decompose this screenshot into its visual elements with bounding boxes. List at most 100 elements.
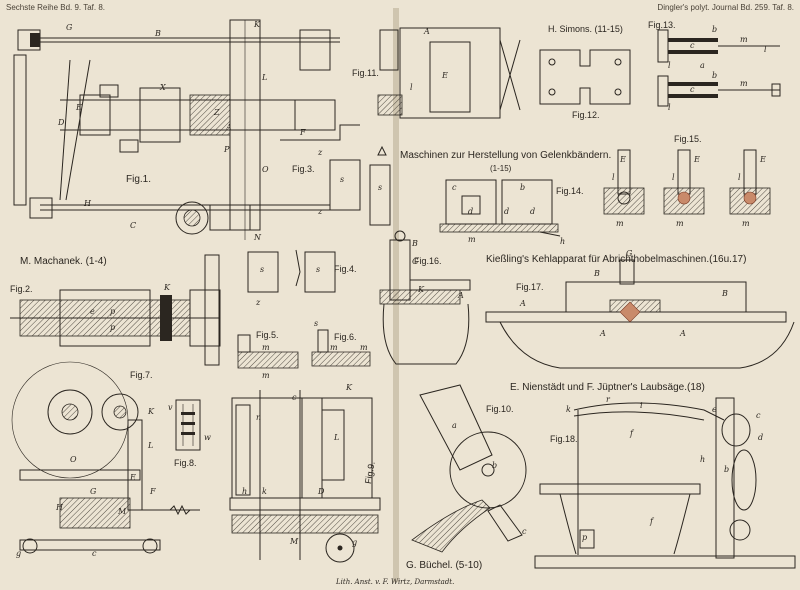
fig13-letter-a: a — [700, 61, 705, 70]
fig13-caption: Fig.13. — [648, 20, 676, 30]
header-left: Sechste Reihe Bd. 9. Taf. 8. — [6, 3, 105, 12]
nienstaedt-title: E. Nienstädt und F. Jüptner's Laubsäge.(… — [510, 382, 705, 393]
lithograph-credit: Lith. Anst. v. F. Wirtz, Darmstadt. — [335, 578, 454, 586]
fig6-letter-m: m — [330, 343, 338, 352]
fig17-letter-a: A — [519, 299, 526, 308]
fig4-caption: Fig.4. — [334, 264, 357, 274]
fig17-letter-b2: B — [721, 289, 728, 298]
fig3-caption: Fig.3. — [292, 164, 315, 174]
fig7-drawing — [11, 361, 200, 554]
fig10-drawing — [411, 384, 527, 553]
fig7-caption: Fig.7. — [130, 370, 153, 380]
fig13-letter-m: m — [740, 35, 748, 44]
fig4-letter-s2: s — [316, 265, 320, 274]
fig18-letter-e: e — [712, 405, 717, 414]
fig14-drawing — [439, 179, 561, 237]
fig15-letter-e2: E — [693, 155, 700, 164]
fig5-letter-m: m — [262, 343, 270, 352]
fig11-letter-e: E — [441, 71, 448, 80]
fig17-letter-a3: A — [679, 329, 686, 338]
fig17-letter-a2: A — [599, 329, 606, 338]
machanek-title: M. Machanek. (1-4) — [20, 256, 107, 267]
fig15-letter-m3: m — [742, 219, 750, 228]
fig18-letter-f2: f — [649, 517, 655, 526]
fig3-letter-z: z — [317, 148, 323, 157]
fig3-letter-s2: s — [378, 183, 382, 192]
fig7-letter-e: E — [129, 473, 136, 482]
fig7-letter-k: K — [147, 407, 155, 416]
fig18-letter-d: d — [758, 433, 763, 442]
fig16-letter-a: A — [457, 291, 464, 300]
fig15-letter-l: l — [612, 173, 615, 182]
fig16-caption: Fig.16. — [414, 256, 442, 266]
gelenkbaender-title: Maschinen zur Herstellung von Gelenkbänd… — [400, 150, 611, 161]
fig15-letter-m: m — [616, 219, 624, 228]
fig1-letter-c: C — [130, 221, 136, 230]
fig16-letter-k: K — [417, 285, 425, 294]
fig13-letter-c: c — [690, 41, 695, 50]
fig7-letter-f: F — [149, 487, 156, 496]
fig5-letter-m2: m — [262, 371, 270, 380]
fig1-letter-l: L — [261, 73, 267, 82]
fig15-letter-m2: m — [676, 219, 684, 228]
fig1-letter-k: K — [253, 20, 261, 29]
fig18-letter-i: i — [640, 401, 643, 410]
fig13-letter-l2: l — [764, 45, 767, 54]
fig13-letter-c2: c — [690, 85, 695, 94]
fig5-caption: Fig.5. — [256, 330, 279, 340]
kiessling-title: Kießling's Kehlapparat für Abrichthobelm… — [486, 254, 746, 265]
fig13-letter-b2: b — [712, 71, 717, 80]
header-right: Dingler's polyt. Journal Bd. 259. Taf. 8… — [657, 3, 794, 12]
fig1-letter-b: B — [154, 29, 161, 38]
fig1-letter-e: E — [75, 103, 82, 112]
fig1-letter-o: O — [262, 165, 269, 174]
fig18-letter-h: h — [700, 455, 705, 464]
fig16-letter-b: B — [411, 239, 418, 248]
fig8-caption: Fig.8. — [174, 458, 197, 468]
fig13-letter-m2: m — [740, 79, 748, 88]
fig14-letter-d2: d — [504, 207, 509, 216]
fig1-letter-f: F — [299, 128, 306, 137]
fig7-letter-g-small: g — [16, 549, 21, 558]
fig1-letter-x: X — [159, 83, 166, 92]
fig15-drawing — [603, 149, 771, 215]
fig6-letter-s: s — [314, 319, 318, 328]
fig12-drawing — [539, 49, 631, 105]
fig9-letter-k: K — [345, 383, 353, 392]
fig2-caption: Fig.2. — [10, 284, 33, 294]
fig10-letter-c: c — [522, 527, 527, 536]
fig9-caption: Fig.9. — [363, 461, 377, 485]
fig15-caption: Fig.15. — [674, 134, 702, 144]
simons-title: H. Simons. (11-15) — [548, 24, 623, 34]
fig9-letter-g: g — [352, 538, 357, 547]
fig1-caption: Fig.1. — [126, 174, 151, 185]
fig9-letter-m: M — [289, 537, 299, 546]
fig18-letter-f: f — [629, 429, 635, 438]
fig2-letter-k: K — [163, 283, 171, 292]
fig10-letter-b: b — [492, 461, 497, 470]
fig7-letter-m: M — [117, 507, 127, 516]
fig11-caption: Fig.11. — [352, 68, 379, 78]
fig13-drawing — [657, 29, 781, 107]
fig15-letter-e: E — [619, 155, 626, 164]
fig17-letter-b: B — [593, 269, 600, 278]
fig13-letter-l3: l — [668, 103, 671, 112]
fig1-letter-a: A — [225, 123, 232, 132]
fig13-letter-b: b — [712, 25, 717, 34]
fig2-letter-p: p — [110, 307, 115, 316]
fig11-drawing — [377, 27, 521, 119]
fig8-drawing — [175, 399, 201, 451]
fig8-letter-v: v — [168, 403, 173, 412]
fig18-letter-b: b — [724, 465, 729, 474]
fig18-letter-c: c — [756, 411, 761, 420]
fig4-letter-z: z — [255, 298, 261, 307]
fig1-letter-n: N — [253, 233, 262, 242]
fig9-letter-h: h — [242, 487, 247, 496]
fig4-letter-s: s — [260, 265, 264, 274]
fig1-letter-d: D — [57, 118, 65, 127]
fig12-caption: Fig.12. — [572, 110, 600, 120]
fig13-letter-l: l — [668, 61, 671, 70]
fig2-letter-e: e — [90, 307, 95, 316]
fig3-letter-z2: z — [317, 207, 323, 216]
